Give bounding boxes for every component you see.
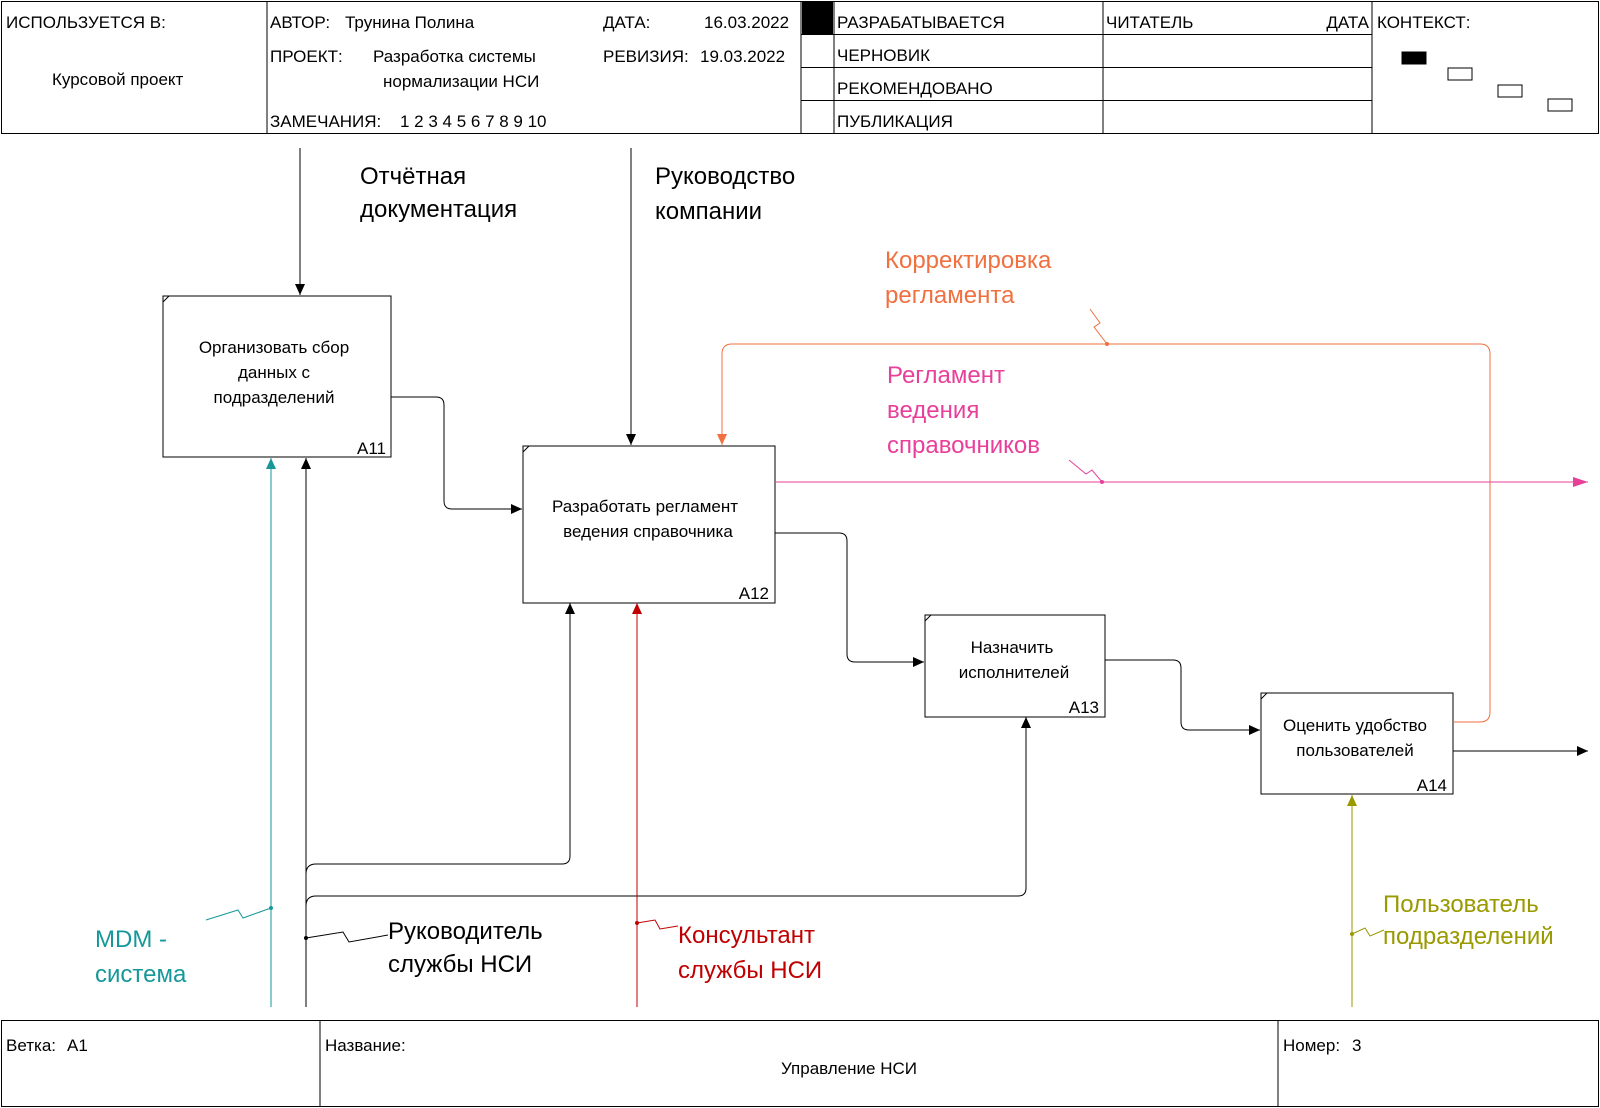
branch-value: A1 [67,1036,88,1055]
reader-label: ЧИТАТЕЛЬ [1106,13,1193,32]
label-regulation-2: ведения [887,397,979,424]
notes-label: ЗАМЕЧАНИЯ: [270,112,381,131]
activity-box-a13[interactable]: Назначить исполнителей A13 [924,614,1106,718]
number-value: 3 [1352,1036,1361,1055]
box-a14-line2: пользователей [1296,741,1413,760]
label-regulation-1: Регламент [887,362,1005,389]
box-a11-line2: данных с [238,363,311,382]
arrow-a11-to-a12[interactable] [391,396,522,514]
label-user-1: Пользователь [1383,891,1539,918]
arrow-head-nsi-to-a12[interactable] [305,603,575,875]
label-correction-2: регламента [885,282,1015,309]
label-consultant-1: Консультант [678,922,815,949]
squiggle-regulation [1068,459,1103,483]
project-label: ПРОЕКТ: [270,47,343,66]
box-a14-line1: Оценить удобство [1283,716,1427,735]
squiggle-mdm [205,907,272,921]
date-value: 16.03.2022 [704,13,789,32]
date-label: ДАТА: [603,13,650,32]
label-correction-1: Корректировка [885,247,1052,274]
box-a14-code: A14 [1417,776,1447,795]
activity-box-a12[interactable]: Разработать регламент ведения справочник… [522,445,776,604]
header-frame [1,1,1599,134]
used-in-value: Курсовой проект [52,70,184,89]
label-report-docs-2: документация [360,196,517,223]
arrow-a13-to-a14[interactable] [1105,659,1260,735]
context-label: КОНТЕКСТ: [1377,13,1470,32]
used-in-label: ИСПОЛЬЗУЕТСЯ В: [6,13,166,32]
squiggle-correction [1089,308,1108,345]
box-a11-code: A11 [357,439,386,458]
label-regulation-3: справочников [887,432,1040,459]
project-value-line1: Разработка системы [373,47,536,66]
squiggle-user [1351,927,1385,937]
box-a12-code: A12 [739,584,769,603]
arrow-head-nsi-to-a13[interactable] [305,717,1031,907]
label-management-1: Руководство [655,163,795,190]
branch-label: Ветка: [6,1036,56,1055]
title-label: Название: [325,1036,406,1055]
label-report-docs-1: Отчётная [360,163,466,190]
context-map [1401,51,1573,112]
reader-date-label: ДАТА [1326,13,1369,32]
box-a11-line3: подразделений [214,388,335,407]
activity-box-a11[interactable]: Организовать сбор данных с подразделений… [162,295,392,458]
label-head-nsi-2: службы НСИ [388,951,532,978]
number-label: Номер: [1283,1036,1340,1055]
project-value-line2: нормализации НСИ [383,72,539,91]
label-consultant-2: службы НСИ [678,957,822,984]
label-head-nsi-1: Руководитель [388,918,543,945]
box-a11-line1: Организовать сбор [199,338,349,357]
footer-frame [1,1020,1599,1107]
author-label: АВТОР: [270,13,330,32]
label-mdm-2: система [95,961,187,988]
revision-value: 19.03.2022 [700,47,785,66]
author-value: Трунина Полина [345,13,475,32]
status-draft: ЧЕРНОВИК [837,46,930,65]
diagram-title: Управление НСИ [781,1059,917,1078]
label-management-2: компании [655,198,762,225]
squiggle-consultant [636,919,679,930]
status-recommended: РЕКОМЕНДОВАНО [837,79,993,98]
status-publication: ПУБЛИКАЦИЯ [837,112,953,131]
revision-label: РЕВИЗИЯ: [603,47,689,66]
box-a13-line2: исполнителей [959,663,1069,682]
label-user-2: подразделений [1383,923,1554,950]
box-a12-line2: ведения справочника [563,522,733,541]
notes-value: 1 2 3 4 5 6 7 8 9 10 [400,112,547,131]
box-a13-line1: Назначить [971,638,1054,657]
box-a12-line1: Разработать регламент [552,497,738,516]
label-mdm-1: MDM - [95,926,167,953]
activity-box-a14[interactable]: Оценить удобство пользователей A14 [1260,692,1454,795]
status-developing: РАЗРАБАТЫВАЕТСЯ [837,13,1005,32]
arrow-correction-feedback[interactable] [717,343,1491,723]
status-marker [802,2,833,34]
squiggle-head-nsi [305,931,389,943]
box-a13-code: A13 [1069,698,1099,717]
arrow-a12-to-a13[interactable] [775,532,924,667]
